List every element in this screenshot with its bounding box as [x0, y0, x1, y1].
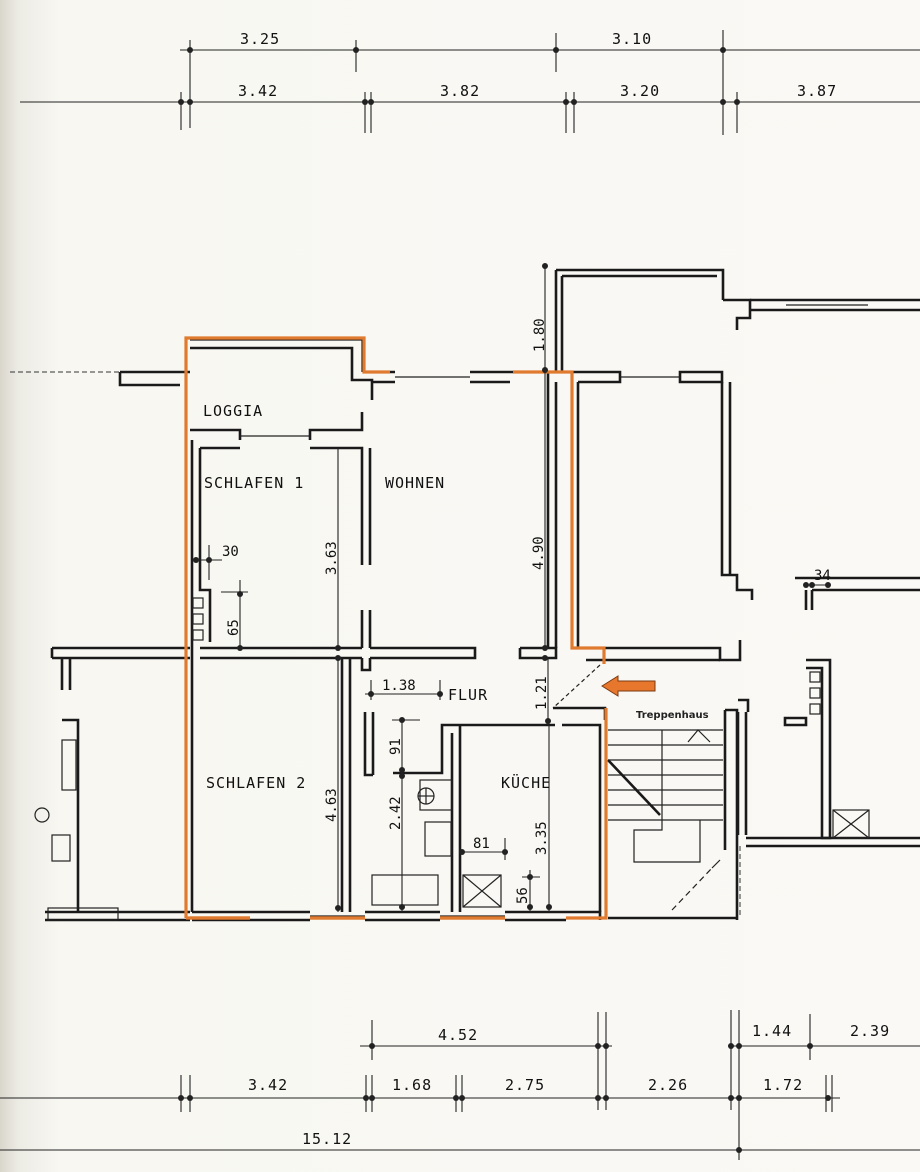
dim-bottom-4: 3.42 [248, 1076, 288, 1094]
dim-shaft-depth: 56 [515, 887, 531, 904]
dim-flur: 1.38 [382, 678, 416, 694]
room-labels: LOGGIA SCHLAFEN 1 WOHNEN SCHLAFEN 2 FLUR… [203, 402, 551, 792]
room-label-schlafen2: SCHLAFEN 2 [206, 774, 306, 792]
stairwell: Treppenhaus [607, 708, 739, 920]
dim-bath: 2.42 [388, 796, 404, 830]
bottom-dimension-chain: 4.52 1.44 2.39 3.42 1.68 2.75 2.26 1.72 … [0, 1010, 920, 1160]
dim-top-5: 3.20 [620, 82, 660, 100]
dim-chimney-offset: 30 [222, 544, 239, 560]
treppenhaus-label: Treppenhaus [636, 710, 709, 721]
dim-top-6: 3.87 [797, 82, 837, 100]
dim-balcony: 1.80 [532, 318, 548, 352]
room-label-wohnen: WOHNEN [385, 474, 445, 492]
arrow-left-icon [601, 675, 656, 697]
dim-chimney-depth: 65 [226, 619, 242, 636]
dim-bottom-5: 1.68 [392, 1076, 432, 1094]
room-label-schlafen1: SCHLAFEN 1 [204, 474, 304, 492]
dim-neighbor-shaft: 34 [814, 568, 831, 584]
dim-kueche: 3.35 [534, 821, 550, 855]
room-label-flur: FLUR [448, 686, 488, 704]
dim-bottom-3: 2.39 [850, 1022, 890, 1040]
dim-bottom-1: 4.52 [438, 1026, 478, 1044]
dim-entry: 1.21 [534, 676, 550, 710]
dim-bottom-6: 2.75 [505, 1076, 545, 1094]
dim-top-1: 3.25 [240, 30, 280, 48]
dim-schlafen2: 4.63 [324, 788, 340, 822]
dim-bottom-2: 1.44 [752, 1022, 792, 1040]
top-dimension-chain: 3.25 3.10 3.42 3.82 3.20 3.87 [20, 30, 920, 135]
dim-wohnen: 4.90 [531, 536, 547, 570]
dim-top-3: 3.42 [238, 82, 278, 100]
left-neighbor-unit [10, 370, 190, 922]
dim-top-2: 3.10 [612, 30, 652, 48]
dim-bottom-7: 2.26 [648, 1076, 688, 1094]
interior-dimensions: 1.80 4.90 3.63 30 65 4.63 1.38 91 2.42 [193, 263, 831, 912]
dim-shaft-width: 81 [473, 836, 490, 852]
dim-top-4: 3.82 [440, 82, 480, 100]
dim-bath-recess: 91 [388, 738, 404, 755]
dim-schlafen1: 3.63 [324, 541, 340, 575]
dim-bottom-8: 1.72 [763, 1076, 803, 1094]
dim-total: 15.12 [302, 1130, 352, 1148]
room-label-kueche: KÜCHE [501, 773, 551, 792]
room-label-loggia: LOGGIA [203, 402, 263, 420]
